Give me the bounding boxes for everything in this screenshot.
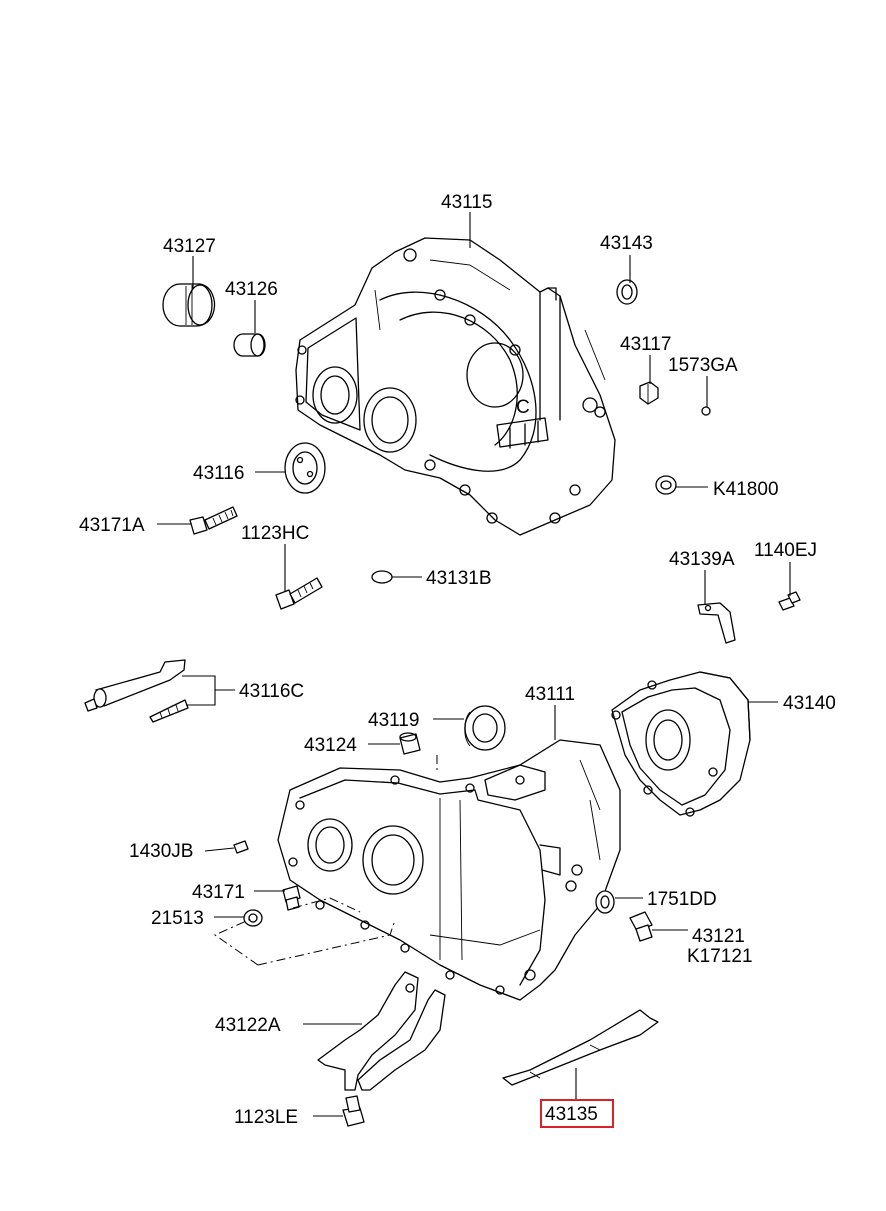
- part-1430JB-pin[interactable]: [233, 840, 249, 854]
- label-43126[interactable]: 43126: [225, 279, 278, 300]
- assembly-line: [292, 897, 361, 913]
- label-K41800[interactable]: K41800: [713, 479, 779, 500]
- part-1751DD-gasket[interactable]: [595, 890, 615, 914]
- label-21513[interactable]: 21513: [151, 908, 204, 929]
- part-1123LE-bolt[interactable]: [342, 1095, 365, 1127]
- part-43131B-plug[interactable]: [371, 570, 393, 584]
- part-21513-washer[interactable]: [243, 909, 263, 927]
- label-1140EJ[interactable]: 1140EJ: [754, 540, 817, 561]
- label-1123LE[interactable]: 1123LE: [234, 1107, 298, 1128]
- part-43122A-bracket[interactable]: [317, 971, 446, 1091]
- embossed-c: C: [516, 397, 530, 418]
- part-43116C-sealant-tube[interactable]: [84, 659, 189, 723]
- label-43117[interactable]: 43117: [620, 334, 671, 355]
- label-1573GA[interactable]: 1573GA: [668, 355, 738, 376]
- label-43139A[interactable]: 43139A: [669, 549, 735, 570]
- part-1573GA-pin[interactable]: [701, 406, 711, 416]
- part-43126-bushing[interactable]: [233, 333, 266, 357]
- label-43127[interactable]: 43127: [163, 236, 216, 257]
- transaxle-case-43111[interactable]: [277, 739, 621, 1001]
- label-1430JB[interactable]: 1430JB: [129, 841, 193, 862]
- label-1751DD[interactable]: 1751DD: [647, 889, 717, 910]
- part-1140EJ-bolt[interactable]: [778, 591, 801, 611]
- part-1123HC-bolt[interactable]: [275, 577, 323, 610]
- label-K17121[interactable]: K17121: [687, 946, 753, 967]
- label-43171[interactable]: 43171: [192, 882, 245, 903]
- label-43143[interactable]: 43143: [600, 233, 653, 254]
- label-43116[interactable]: 43116: [193, 463, 244, 484]
- label-43171A[interactable]: 43171A: [79, 515, 145, 536]
- cover-43140[interactable]: [611, 671, 751, 817]
- label-43121[interactable]: 43121: [692, 926, 745, 947]
- part-43117-nut[interactable]: [639, 381, 659, 405]
- part-43171A-bolt[interactable]: [189, 506, 238, 535]
- label-43116C[interactable]: 43116C: [239, 681, 304, 702]
- assembly-line: [257, 919, 396, 966]
- part-43135-plate[interactable]: [502, 1009, 659, 1086]
- label-43135[interactable]: 43135: [545, 1104, 598, 1125]
- label-43115[interactable]: 43115: [441, 192, 492, 213]
- label-43111[interactable]: 43111: [525, 684, 575, 705]
- part-43119-oil-seal[interactable]: [464, 705, 506, 751]
- part-43124-plug[interactable]: [399, 732, 421, 755]
- highlight-box: [540, 1099, 614, 1128]
- label-43140[interactable]: 43140: [783, 693, 836, 714]
- label-1123HC[interactable]: 1123HC: [241, 523, 309, 544]
- assembly-line: [213, 917, 259, 966]
- part-43139A-bracket[interactable]: [697, 602, 736, 644]
- clutch-housing-43115[interactable]: C: [295, 237, 616, 536]
- label-43131B[interactable]: 43131B: [426, 568, 492, 589]
- label-43119[interactable]: 43119: [368, 710, 419, 731]
- part-K41800-washer[interactable]: [655, 475, 677, 495]
- label-43124[interactable]: 43124: [304, 735, 357, 756]
- part-43171-bolt[interactable]: [282, 885, 301, 911]
- leader-lines: [157, 212, 791, 1117]
- part-43127-boot[interactable]: [162, 283, 216, 327]
- label-43122A[interactable]: 43122A: [215, 1015, 281, 1036]
- part-43143-ring[interactable]: [616, 279, 638, 305]
- part-43116-seal-plate[interactable]: [284, 442, 326, 494]
- part-43121-drain-plug[interactable]: [629, 911, 653, 942]
